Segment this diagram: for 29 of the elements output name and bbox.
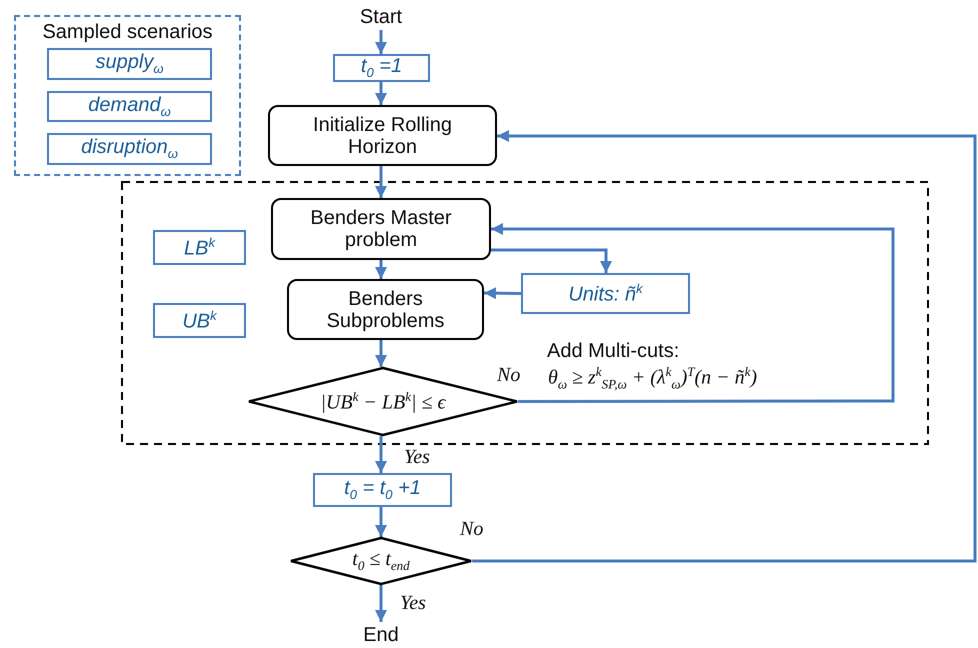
multicut-formula: θ$_{ω}$ ≥ z$^{k}$$_{SP,ω}$ + (λ$^{k}$$_{ω}$)$^{T}$(n − ñ$^{k}$): [548, 365, 758, 392]
arrow: [375, 30, 387, 54]
scenario-box: supply$_{ω}$: [47, 48, 212, 80]
process-box: t$_{0}$ =1: [333, 54, 430, 82]
arrow: [375, 585, 387, 622]
end-label: End: [355, 622, 407, 648]
arrow: [375, 340, 387, 367]
scenario-group: Sampled scenarios supply$_{ω}$ demand$_{ω}$ disruption$_{ω}$: [14, 15, 241, 176]
units-box: Units: ñ$^{k}$: [521, 273, 690, 314]
process-box: Initialize Rolling Horizon: [268, 105, 497, 166]
arrow: [472, 130, 976, 562]
arrow: [375, 507, 387, 537]
decision-diamond: t$_{0}$ ≤ t$_{end}$: [290, 537, 472, 585]
arrow: [375, 436, 387, 473]
scenario-box: demand$_{ω}$: [47, 91, 212, 122]
arrow: [491, 223, 894, 403]
bound-box: UB$^{k}$: [153, 303, 246, 338]
arrow: [375, 82, 387, 105]
arrow: [375, 260, 387, 279]
start-label: Start: [351, 4, 411, 30]
process-box: t$_{0}$ = t$_{0}$ +1: [313, 473, 452, 507]
arrow: [491, 248, 612, 273]
process-box: Benders Subproblems: [287, 279, 484, 340]
bound-box: LB$^{k}$: [153, 230, 246, 265]
scenario-box: disruption$_{ω}$: [47, 133, 212, 165]
arrow: [484, 287, 522, 300]
process-box: Benders Master problem: [271, 198, 491, 260]
multicut-heading: Add Multi-cuts:: [547, 340, 680, 362]
arrow: [375, 166, 387, 198]
